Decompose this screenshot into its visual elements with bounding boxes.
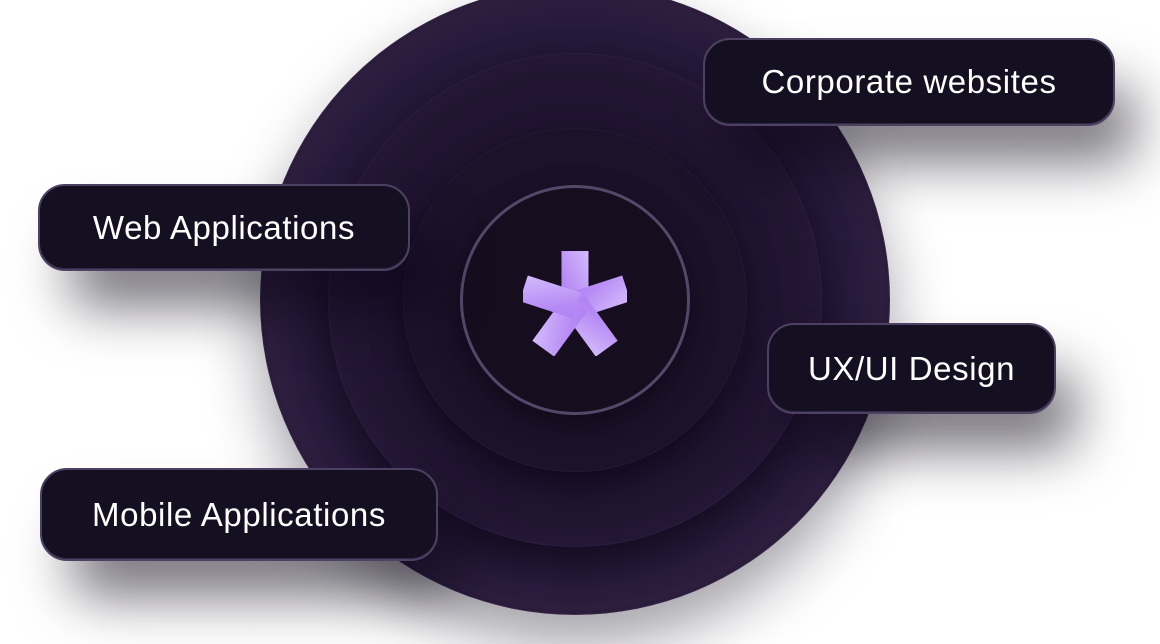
pill-ux-ui-design[interactable]: UX/UI Design <box>767 323 1056 414</box>
asterisk-logo-icon <box>523 251 627 356</box>
pill-mobile-applications[interactable]: Mobile Applications <box>40 468 438 561</box>
pill-corporate-websites[interactable]: Corporate websites <box>703 38 1115 126</box>
pill-ux-ui-design-label: UX/UI Design <box>807 349 1016 387</box>
pill-web-applications[interactable]: Web Applications <box>38 184 410 271</box>
pill-web-applications-label: Web Applications <box>92 208 356 246</box>
pill-corporate-websites-label: Corporate websites <box>761 63 1057 100</box>
hub-circle <box>460 185 690 415</box>
pill-mobile-applications-label: Mobile Applications <box>92 495 386 533</box>
